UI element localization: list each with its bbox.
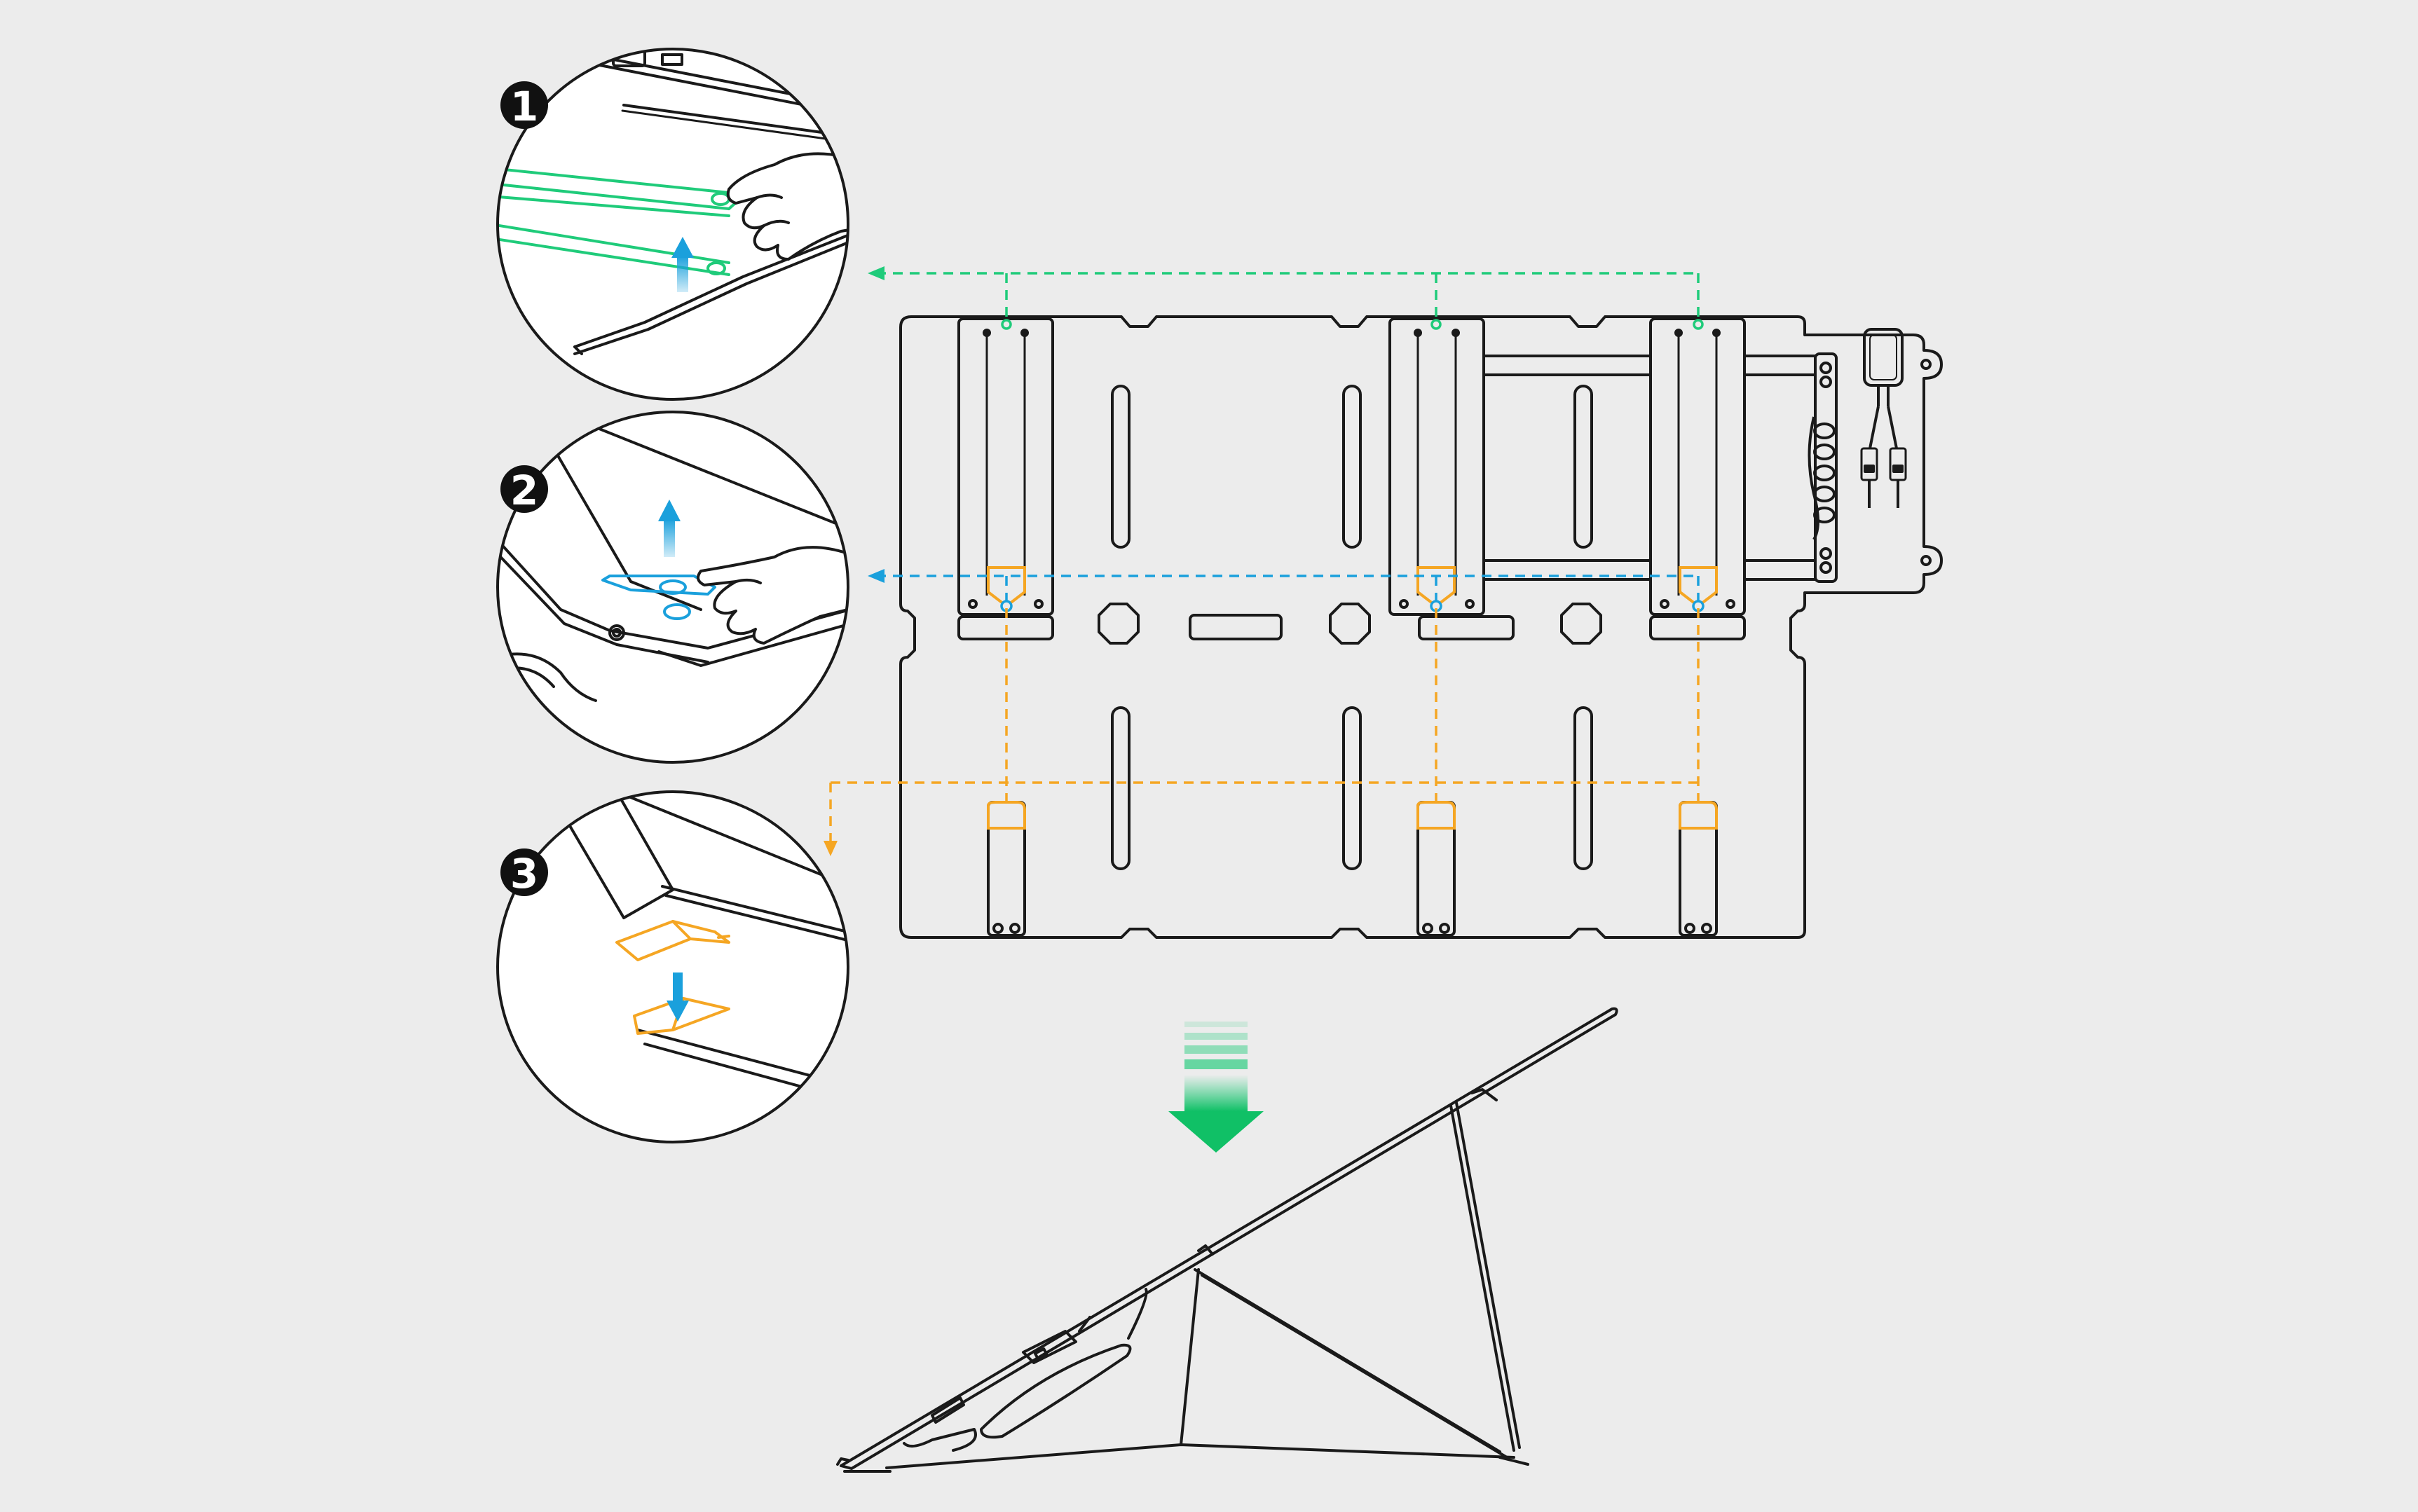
foot-3 xyxy=(1679,801,1718,937)
mounting-hole xyxy=(1920,555,1932,566)
panel-outline xyxy=(899,315,1943,939)
step-number: 1 xyxy=(510,83,538,130)
orange-highlights xyxy=(987,566,1718,830)
slot xyxy=(1189,614,1283,640)
slot xyxy=(1111,385,1131,549)
step-1-detail: 1 xyxy=(496,48,849,401)
kickstand-leg xyxy=(1180,1268,1200,1446)
step-badge xyxy=(500,848,548,896)
green-arrowhead xyxy=(868,266,884,280)
step-badge xyxy=(500,81,548,129)
kickstand-2 xyxy=(1388,317,1485,616)
step-3-detail: 3 xyxy=(496,790,849,1143)
green-leader xyxy=(876,272,1700,322)
octagon-hole xyxy=(1560,603,1602,645)
down-arrow-icon xyxy=(1168,1022,1264,1153)
octagon-hole xyxy=(1329,603,1371,645)
up-arrow-icon xyxy=(671,237,694,292)
down-arrow-icon xyxy=(667,973,689,1022)
slot xyxy=(1573,706,1593,870)
tab xyxy=(1418,615,1515,640)
orange-arrowhead xyxy=(824,841,838,856)
deployed-panel-side-view xyxy=(836,1007,1618,1473)
carry-handle xyxy=(1808,352,1838,583)
slot xyxy=(1342,706,1362,870)
step-number: 2 xyxy=(510,467,538,514)
junction-box-with-cables xyxy=(1860,328,1907,508)
folded-solar-panel-top-view xyxy=(899,315,1943,939)
hand-icon xyxy=(697,546,848,645)
kickstand-1 xyxy=(957,317,1054,616)
step-2-detail: 2 xyxy=(496,411,849,764)
hand-icon xyxy=(726,152,848,261)
blue-arrowhead xyxy=(868,569,884,583)
blue-leader xyxy=(876,575,1700,604)
step-number: 3 xyxy=(510,850,538,898)
step-badge xyxy=(500,465,548,513)
kickstand-leg xyxy=(1449,1104,1515,1452)
up-arrow-icon xyxy=(658,500,681,557)
slot xyxy=(1573,385,1593,549)
orange-leader xyxy=(829,608,1700,844)
octagon-hole xyxy=(1098,603,1140,645)
slot xyxy=(1342,385,1362,549)
slot xyxy=(1111,706,1131,870)
foot-2 xyxy=(1416,801,1456,937)
mounting-hole xyxy=(1920,359,1932,370)
kickstand-3 xyxy=(1649,317,1746,616)
foot-1 xyxy=(987,801,1026,937)
